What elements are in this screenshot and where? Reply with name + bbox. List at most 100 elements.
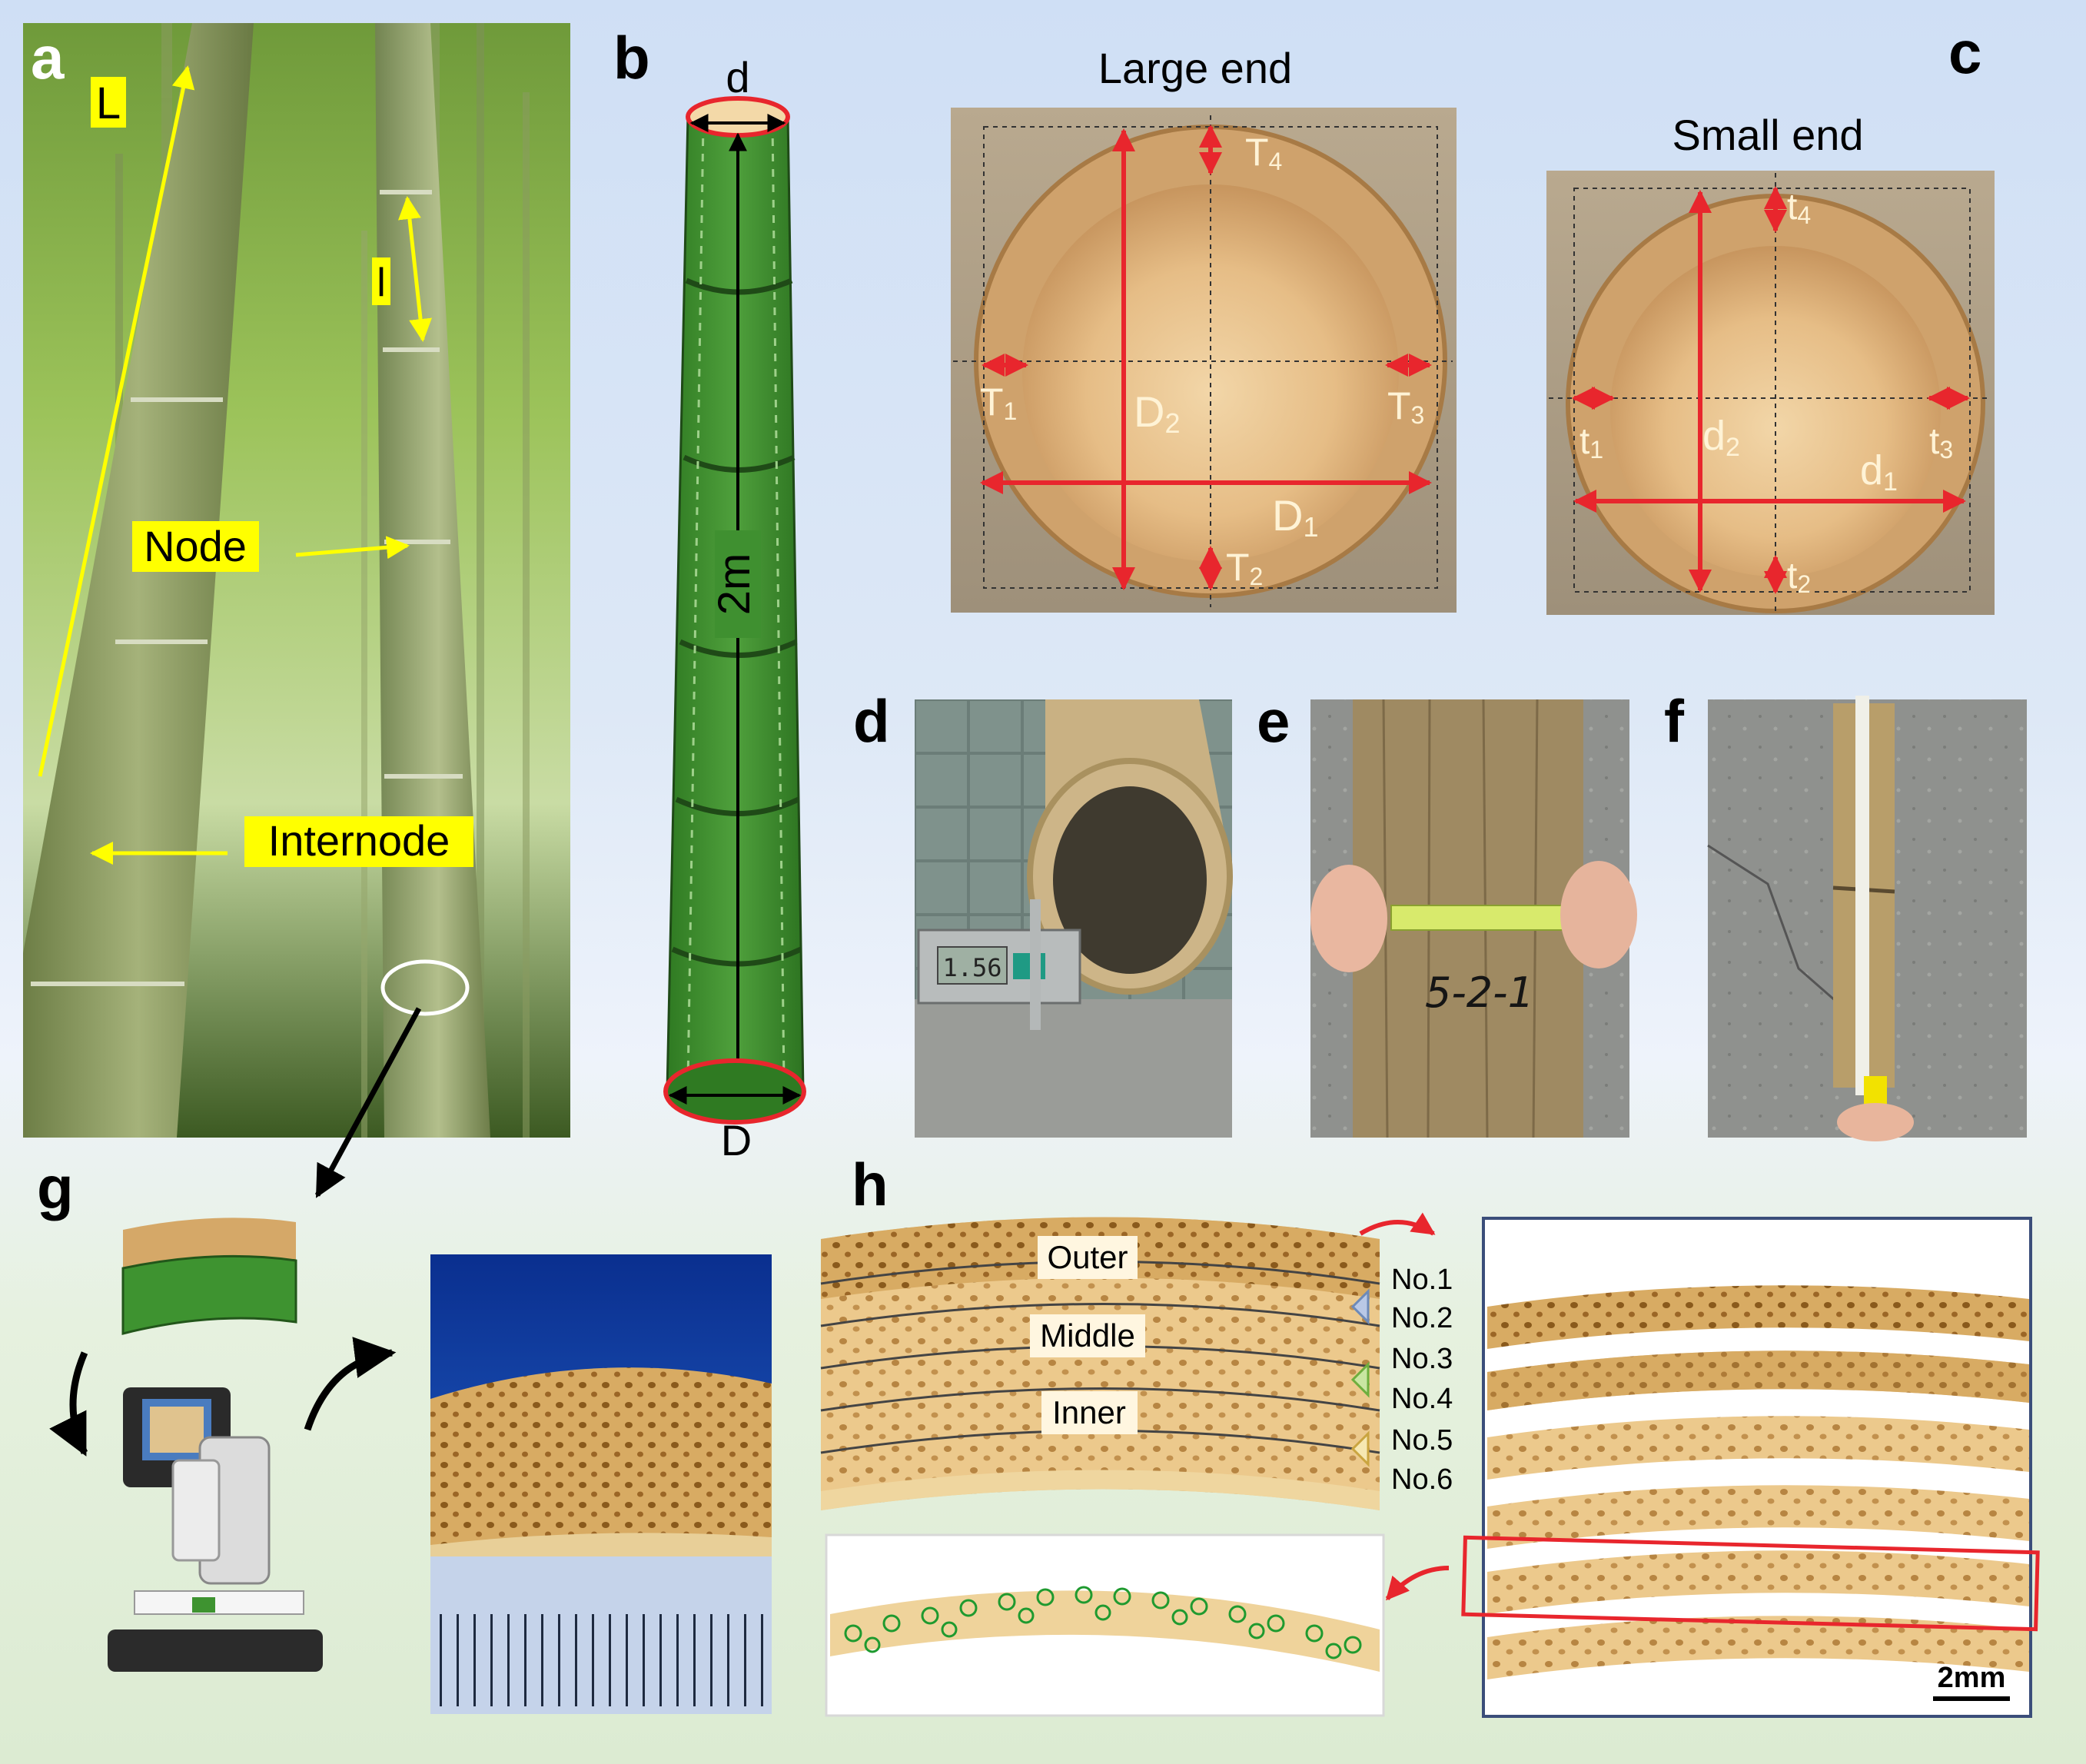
svg-text:T3: T3 [1387,384,1424,429]
large-end-labels: T4 T1 T3 D2 D1 T2 [980,131,1424,590]
label-T2: T [1226,546,1250,589]
layer-label-4: No.4 [1391,1383,1453,1415]
top-end-ellipse [686,96,790,138]
red-arrow-left [1385,1566,1450,1601]
caliper-jaw [1030,899,1041,1030]
label-T2-sub: 2 [1250,563,1264,590]
small-end-title: Small end [1672,111,1863,159]
internode-label-bg [244,816,473,867]
layer-label-2: No.2 [1391,1302,1453,1334]
label-l-bg [372,257,390,305]
panel-letter-g: g [37,1154,74,1221]
small-end-labels: t4 t1 t3 d2 d1 t2 [1579,187,1953,598]
label-l: l [377,261,386,305]
label-L-bg [91,77,126,128]
panel-letter-h: h [852,1151,889,1218]
tape-measure [1390,905,1569,931]
node-arrow [295,536,410,560]
bottom-end-ellipse [663,1058,806,1125]
large-end-measures [980,125,1432,590]
layer-label-6: No.6 [1391,1463,1453,1496]
svg-text:t1: t1 [1579,421,1603,463]
length-L-arrow [38,65,195,777]
svg-text:T1: T1 [980,380,1017,425]
analyzed-strip [830,1590,1380,1672]
panel-letter-a: a [31,24,65,91]
internode-label: Internode [268,816,450,865]
svg-text:D1: D1 [1272,491,1318,543]
label-D1-sub: 1 [1303,511,1318,543]
sample-circle [380,959,470,1016]
curved-arrow-right [304,1337,397,1431]
svg-text:d1: d1 [1860,447,1898,497]
layer-label-3: No.3 [1391,1343,1453,1375]
svg-text:D2: D2 [1134,387,1180,439]
left-culm [23,23,254,1138]
small-end-measures [1572,186,1970,594]
layer-label-1: No.1 [1391,1264,1453,1296]
bamboo-cross-section [430,1367,772,1556]
svg-text:d2: d2 [1702,413,1740,462]
fiber-bundle-outlines [844,1586,1362,1659]
svg-text:T2: T2 [1226,546,1263,590]
middle-label-bg [1030,1314,1145,1357]
node-label-bg [132,521,259,572]
inner-skin [821,1470,1380,1510]
label-2m: 2m [709,553,759,616]
label-small-d: d [726,53,749,101]
caliper-reading: 1.56 [942,953,1001,982]
panel-letter-d: d [853,687,890,755]
hand [1837,1103,1914,1141]
caliper-display [937,946,1008,985]
panel-f: f [1664,687,2027,1141]
panel-g: g [37,1007,772,1714]
label-t2-sub: 2 [1797,570,1811,598]
panel-letter-b: b [613,24,650,91]
tube-cavity [1053,786,1207,974]
panel-e: e 5-2-1 [1257,687,1637,1138]
label-d1: d [1860,447,1883,493]
model-dashed-lines [686,122,786,1085]
separated-strips [1487,1285,2029,1679]
scale-label: 2mm [1938,1662,2006,1694]
label-D1: D [1272,491,1303,540]
sample-side [121,1254,297,1335]
panel-letter-e: e [1257,687,1290,755]
panel-letter-c: c [1948,18,1981,86]
label-d2: d [1702,413,1726,459]
floor-crack [1707,844,1861,1024]
panel-a: L l Node Internode a [23,23,570,1138]
length-label-bg [715,530,761,638]
label-t1: t [1579,421,1589,462]
outer-marker [1350,1288,1370,1325]
panel-letter-f: f [1664,687,1685,755]
node-label: Node [144,522,247,570]
label-D2: D [1134,387,1164,436]
label-T3-sub: 3 [1411,401,1425,429]
panel-d: d 1.56 [853,687,1233,1138]
middle-label: Middle [1040,1317,1135,1354]
label-T4: T [1245,131,1269,174]
label-t3-sub: 3 [1939,436,1953,463]
label-T1-sub: 1 [1004,397,1018,425]
right-hand [1560,861,1637,968]
panel-h: h Outer Middle Inner No.1 No.2 No.3 No.4… [820,1151,2040,1718]
scale-ruler [430,1556,772,1714]
panel-c: c Large end Small end T4 T1 T3 D2 D1 T2 [951,18,1995,615]
inner-label: Inner [1052,1394,1126,1430]
sample-pointer-arrow [314,1007,422,1198]
digital-microscope [108,1387,323,1672]
label-t3: t [1929,421,1939,462]
inner-label-bg [1041,1391,1138,1434]
left-hand [1310,865,1387,972]
label-t2: t [1787,556,1797,596]
label-d2-sub: 2 [1726,433,1740,462]
svg-text:t4: t4 [1787,187,1811,229]
svg-text:t2: t2 [1787,556,1811,598]
layer-label-5: No.5 [1391,1424,1453,1457]
label-d1-sub: 1 [1883,467,1898,497]
label-large-D: D [721,1116,752,1164]
panel-b: b d 2m D [613,24,806,1164]
